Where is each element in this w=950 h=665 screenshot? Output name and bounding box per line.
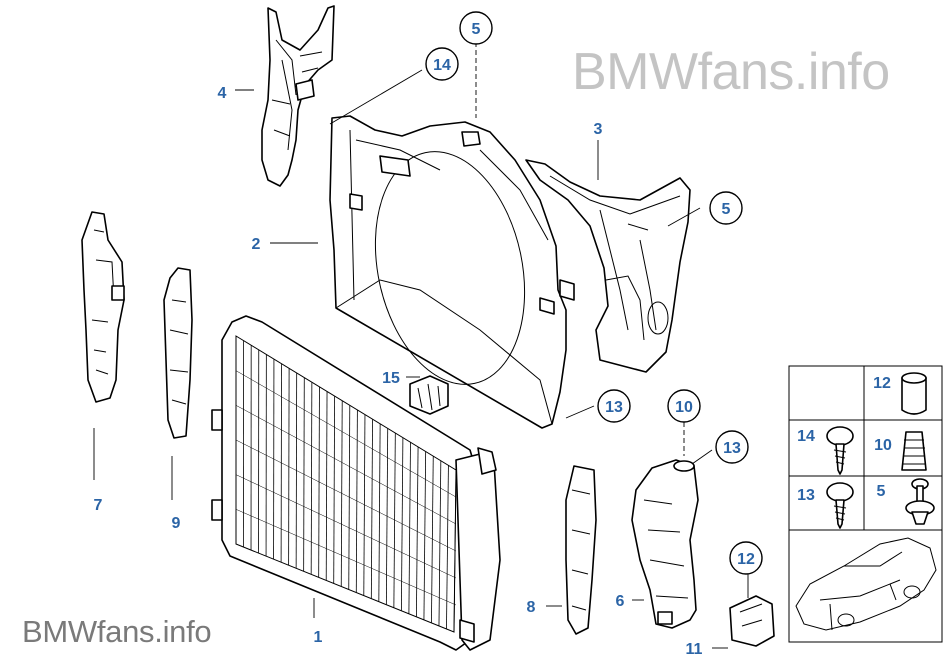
part-3-air-duct-right[interactable] <box>525 159 691 373</box>
callout-circle <box>715 430 749 464</box>
callout-label-5[interactable]: 5 <box>472 21 481 38</box>
watermark-top: BMWfans.info <box>572 43 890 101</box>
plastic-rivet-icon <box>905 478 935 525</box>
legend-label-13: 13 <box>797 487 815 504</box>
callout-label-11[interactable]: 11 <box>686 641 703 658</box>
rubber-buffer-icon <box>901 372 927 415</box>
radiator-core-line <box>235 370 457 498</box>
radiator-core-line <box>235 439 457 552</box>
car-location-icon <box>795 537 937 631</box>
callout-circle <box>667 389 701 423</box>
part-9-bracket[interactable] <box>163 267 193 439</box>
part-4-air-duct-left[interactable] <box>261 5 335 187</box>
callout-label-8[interactable]: 8 <box>527 599 536 616</box>
part-2-fan-shroud[interactable] <box>329 115 575 429</box>
watermark-bottom: BMWfans.info <box>22 614 212 649</box>
legend-label-5: 5 <box>877 483 886 500</box>
expanding-nut-icon <box>901 431 927 471</box>
callout-circle <box>459 11 493 45</box>
part-6-expansion-tank[interactable] <box>631 459 699 629</box>
legend-label-10: 10 <box>874 437 892 454</box>
self-tapping-screw-icon <box>826 426 854 475</box>
radiator-core-line <box>235 405 457 525</box>
part-15-clip[interactable] <box>409 375 449 415</box>
callout-circle <box>597 389 631 423</box>
callout-label-5[interactable]: 5 <box>722 201 731 218</box>
callout-label-2[interactable]: 2 <box>252 236 261 253</box>
legend-label-14: 14 <box>797 428 815 445</box>
callout-circle <box>425 47 459 81</box>
callout-label-4[interactable]: 4 <box>218 85 227 102</box>
callout-label-15[interactable]: 15 <box>382 370 400 387</box>
callout-label-10[interactable]: 10 <box>675 399 693 416</box>
callout-label-14[interactable]: 14 <box>433 57 451 74</box>
part-8-bracket[interactable] <box>565 465 597 635</box>
radiator-core-line <box>235 509 457 606</box>
self-tapping-screw-icon <box>826 482 854 529</box>
legend-labels: 12 14 10 13 5 <box>797 375 892 504</box>
leader-lines <box>93 42 749 649</box>
callout-label-1[interactable]: 1 <box>314 629 323 646</box>
radiator-core-line <box>235 474 457 579</box>
callout-label-13[interactable]: 13 <box>723 440 741 457</box>
callout-label-6[interactable]: 6 <box>616 593 625 610</box>
callout-label-12[interactable]: 12 <box>737 551 755 568</box>
callout-circle <box>709 191 743 225</box>
callout-label-3[interactable]: 3 <box>594 121 603 138</box>
callout-label-9[interactable]: 9 <box>172 515 181 532</box>
fastener-legend <box>788 365 943 643</box>
callout-label-13[interactable]: 13 <box>605 399 623 416</box>
callout-circle <box>729 541 763 575</box>
part-11-bracket[interactable] <box>729 595 775 647</box>
callout-label-7[interactable]: 7 <box>94 497 103 514</box>
part-1-radiator[interactable] <box>211 315 501 651</box>
radiator-fins <box>235 336 457 633</box>
legend-label-12: 12 <box>873 375 891 392</box>
part-7-side-bracket[interactable] <box>81 211 125 403</box>
